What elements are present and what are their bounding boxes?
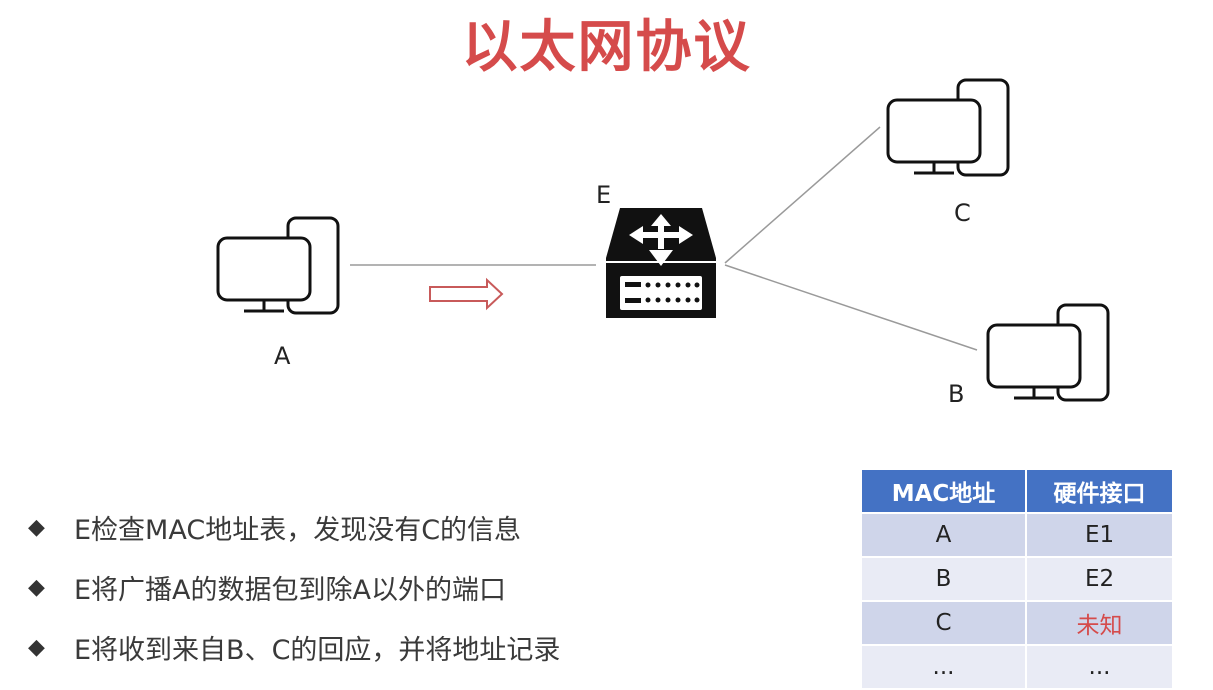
interface-cell: E1 (1025, 512, 1174, 558)
mac-cell: A (859, 512, 1028, 558)
page-title: 以太网协议 (461, 15, 752, 80)
node-label-b: B (948, 380, 964, 408)
node-label-a: A (274, 342, 291, 370)
bullet-item: ◆ E检查MAC地址表，发现没有C的信息 (28, 497, 560, 557)
node-label-e: E (596, 181, 611, 209)
table-row: B E2 (859, 556, 1174, 602)
switch-icon (606, 208, 716, 318)
mac-cell: B (859, 556, 1028, 602)
link-e-b (724, 264, 978, 351)
computer-a-icon (216, 216, 340, 315)
interface-cell: E2 (1025, 556, 1174, 602)
diamond-icon: ◆ (28, 634, 45, 660)
mac-cell: ... (859, 644, 1028, 690)
data-flow-arrow (429, 277, 504, 311)
table-header-row: MAC地址 硬件接口 (859, 468, 1174, 514)
mac-address-table: MAC地址 硬件接口 A E1 B E2 C 未知 ... ... (859, 468, 1174, 690)
computer-b-icon (986, 303, 1110, 402)
computer-c-icon (886, 78, 1010, 177)
interface-cell-unknown: 未知 (1025, 600, 1174, 646)
bullet-list: ◆ E检查MAC地址表，发现没有C的信息 ◆ E将广播A的数据包到除A以外的端口… (28, 497, 560, 677)
network-diagram: A E C B (216, 78, 1110, 408)
bullet-item: ◆ E将广播A的数据包到除A以外的端口 (28, 557, 560, 617)
column-header-mac: MAC地址 (859, 468, 1028, 514)
table-row: C 未知 (859, 600, 1174, 646)
interface-cell: ... (1025, 644, 1174, 690)
bullet-text: E将收到来自B、C的回应，并将地址记录 (74, 634, 561, 666)
link-e-c (724, 126, 881, 264)
bullet-text: E将广播A的数据包到除A以外的端口 (74, 574, 506, 606)
node-label-c: C (954, 199, 971, 227)
column-header-interface: 硬件接口 (1025, 468, 1174, 514)
mac-cell: C (859, 600, 1028, 646)
diamond-icon: ◆ (28, 514, 45, 540)
table-row: ... ... (859, 644, 1174, 690)
diamond-icon: ◆ (28, 574, 45, 600)
bullet-text: E检查MAC地址表，发现没有C的信息 (74, 514, 522, 546)
table-row: A E1 (859, 512, 1174, 558)
bullet-item: ◆ E将收到来自B、C的回应，并将地址记录 (28, 617, 560, 677)
